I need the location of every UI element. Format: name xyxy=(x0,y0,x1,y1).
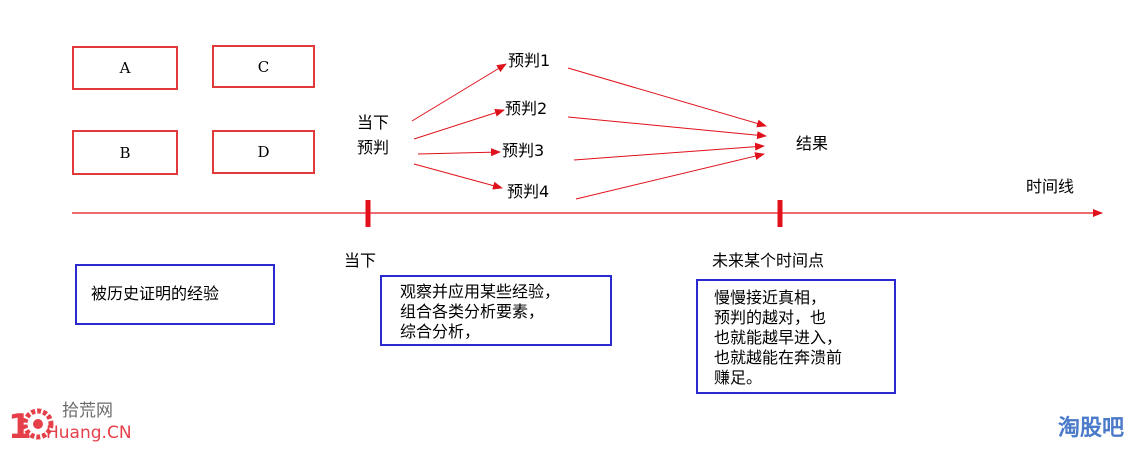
now-label-line-2: 预判 xyxy=(357,138,390,157)
observe-line-2: 组合各类分析要素， xyxy=(400,302,545,321)
arrow-prediction-2-to-result xyxy=(567,116,767,140)
box-a: A xyxy=(72,46,178,90)
brand-gear-icon xyxy=(22,408,54,440)
arrow-prediction-3-to-result xyxy=(573,142,765,161)
future-line-3: 也就能越早进入， xyxy=(714,328,843,347)
history-experience-text: 被历史证明的经验 xyxy=(91,284,220,303)
observe-line-3: 综合分析， xyxy=(400,322,481,341)
future-line-1: 慢慢接近真相， xyxy=(714,288,827,307)
box-b: B xyxy=(72,130,178,175)
arrow-to-prediction-3 xyxy=(417,148,501,157)
future-line-5: 赚足。 xyxy=(714,368,763,387)
observe-line-1: 观察并应用某些经验， xyxy=(400,282,561,301)
arrow-to-prediction-1 xyxy=(411,63,507,122)
prediction-1-label: 预判1 xyxy=(508,51,551,70)
result-label: 结果 xyxy=(796,134,829,153)
prediction-4-label: 预判4 xyxy=(507,182,550,201)
future-line-4: 也就越能在奔溃前 xyxy=(714,348,843,367)
box-d: D xyxy=(212,130,315,174)
arrow-to-prediction-4 xyxy=(413,163,503,190)
arrow-prediction-4-to-result xyxy=(575,152,765,200)
arrow-prediction-1-to-result xyxy=(567,67,767,128)
brand-logo-right: 淘股吧 xyxy=(1058,416,1125,441)
timeline-now-label: 当下 xyxy=(344,251,377,270)
brand-logo-chinese: 拾荒网 xyxy=(62,401,113,421)
timeline-axis-label: 时间线 xyxy=(1026,177,1075,196)
arrow-to-prediction-2 xyxy=(413,108,505,140)
prediction-3-label: 预判3 xyxy=(502,141,545,160)
now-label-line-1: 当下 xyxy=(357,113,390,132)
observe-analysis-box: 观察并应用某些经验， 组合各类分析要素， 综合分析， xyxy=(380,275,612,346)
brand-logo-left: 10 拾荒网 Huang.CN xyxy=(8,400,148,446)
future-line-2: 预判的越对，也 xyxy=(714,308,827,327)
prediction-2-label: 预判2 xyxy=(505,99,548,118)
brand-logo-number-glyph: 1 xyxy=(8,407,32,447)
timeline-future-label: 未来某个时间点 xyxy=(712,251,825,270)
future-outcome-box: 慢慢接近真相， 预判的越对，也 也就能越早进入， 也就越能在奔溃前 赚足。 xyxy=(696,279,896,394)
box-c: C xyxy=(212,45,315,88)
brand-logo-english: Huang.CN xyxy=(46,423,132,443)
history-experience-box: 被历史证明的经验 xyxy=(75,264,275,325)
